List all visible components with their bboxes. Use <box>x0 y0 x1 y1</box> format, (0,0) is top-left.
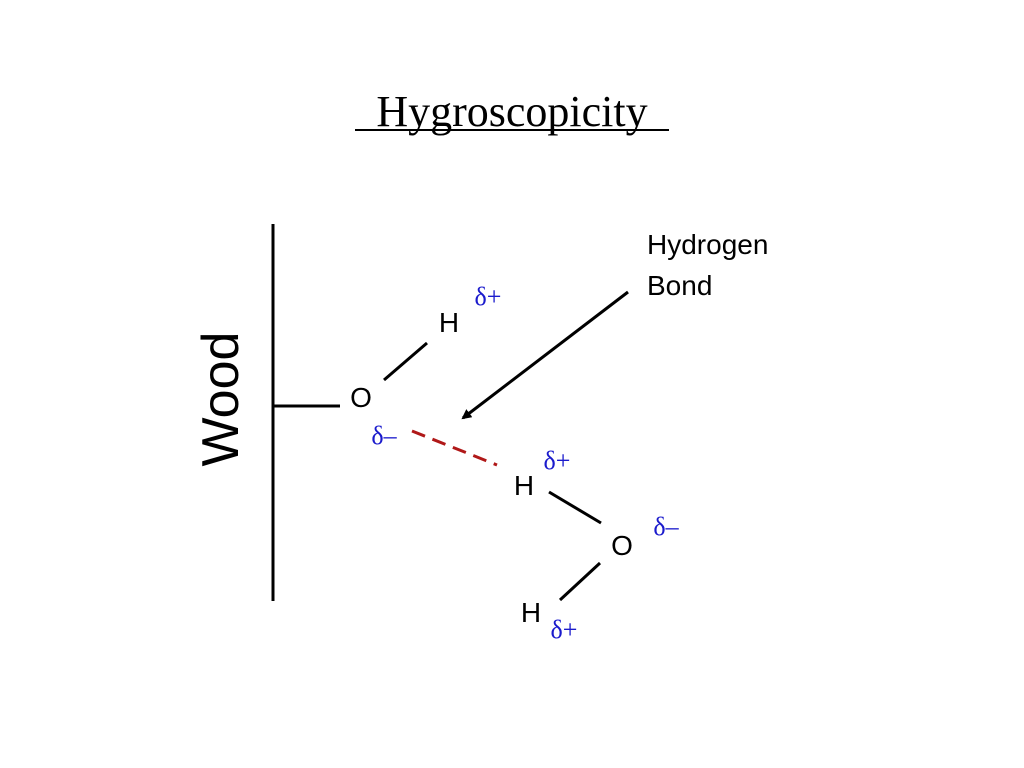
water-oxygen-hydrogen-bond-lower <box>558 561 602 602</box>
annotation-line-1: Hydrogen <box>647 229 768 260</box>
oxygen-hydrogen-bond-wood <box>383 341 428 382</box>
page-title: Hygroscopicity <box>376 87 647 136</box>
hydrogen-bond-dashed <box>411 429 498 467</box>
water-oxygen-atom: O <box>611 530 633 561</box>
annotation-line-2: Bond <box>647 270 712 301</box>
charge-water-hydrogen-bonded: δ+ <box>544 446 571 475</box>
water-hydrogen-lower-atom: H <box>521 597 541 628</box>
wood-hydrogen-atom: H <box>439 307 459 338</box>
charge-wood-oxygen: δ– <box>371 421 397 450</box>
charge-water-hydrogen-lower: δ+ <box>551 615 578 644</box>
water-hydrogen-oxygen-bond-upper <box>548 490 602 525</box>
wood-oxygen-atom: O <box>350 382 372 413</box>
hydrogen-bond-arrow <box>461 290 629 420</box>
charge-water-oxygen: δ– <box>653 512 679 541</box>
wood-label: Wood <box>192 332 250 467</box>
water-hydrogen-bonded-atom: H <box>514 470 534 501</box>
charge-wood-hydrogen: δ+ <box>475 282 502 311</box>
